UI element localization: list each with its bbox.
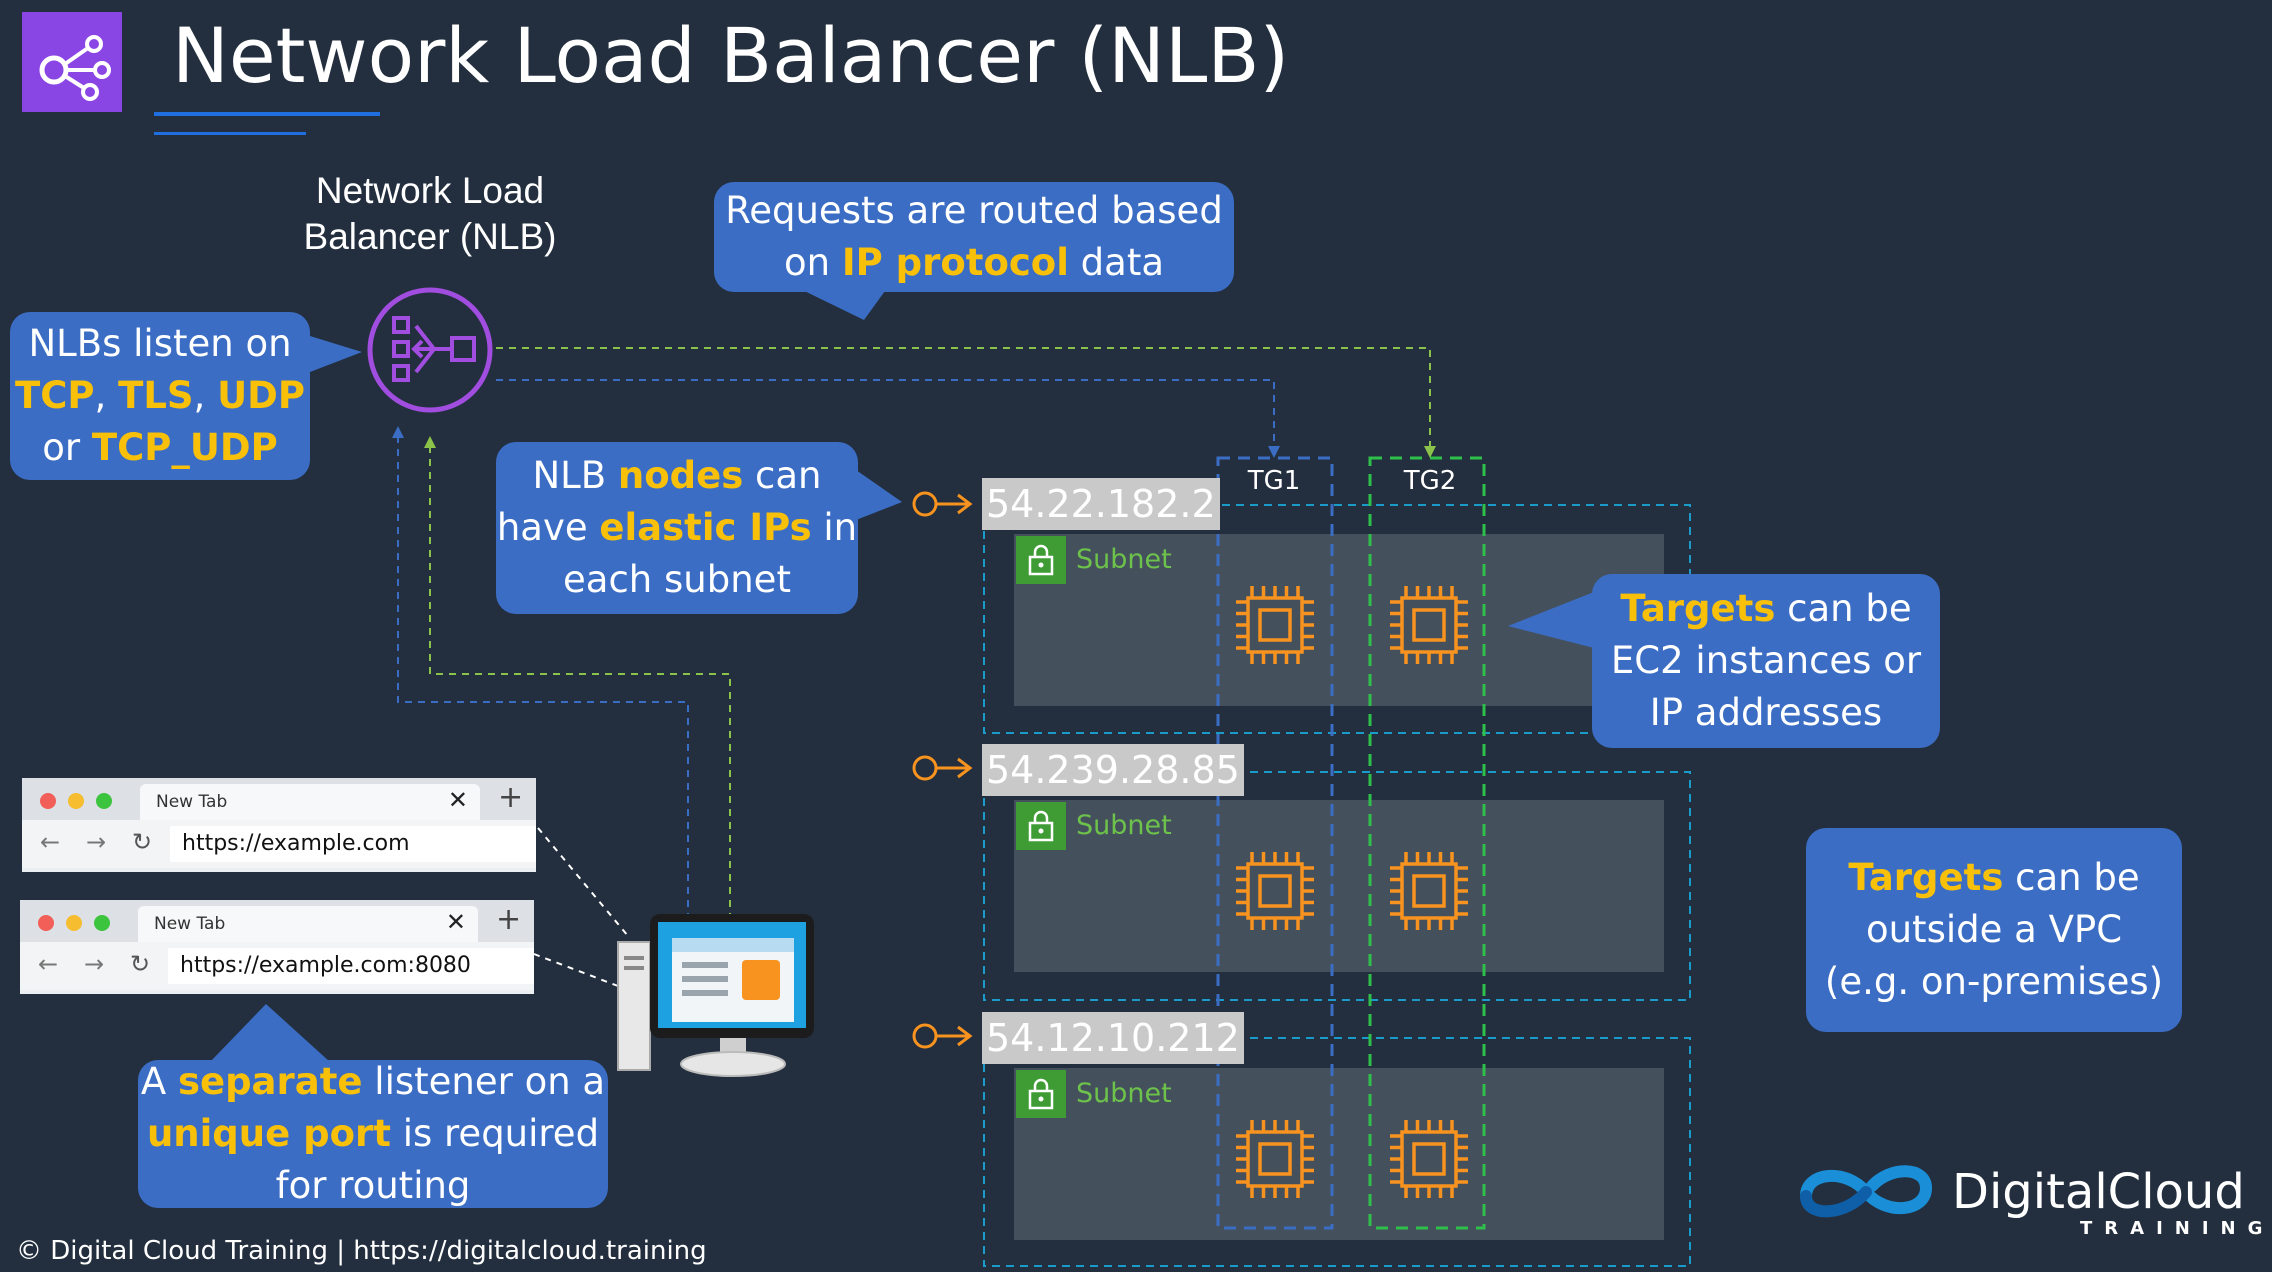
reload-icon[interactable]: ↻ <box>130 950 151 978</box>
subnet-area <box>1014 1068 1664 1240</box>
subnet-border <box>983 1037 1691 1267</box>
subnet-label: Subnet <box>1076 810 1172 841</box>
close-window-dot[interactable] <box>40 793 56 809</box>
digitalcloud-logo <box>1786 1152 1946 1232</box>
tg1-label: TG1 <box>1247 466 1301 496</box>
new-tab-button[interactable]: + <box>498 780 524 815</box>
callout-tail <box>1508 592 1594 648</box>
close-icon[interactable]: ✕ <box>447 786 468 814</box>
elastic-ip-icon <box>912 1023 973 1049</box>
network-icon <box>22 12 122 112</box>
minimize-window-dot[interactable] <box>68 793 84 809</box>
title-underline-short <box>154 132 306 135</box>
footer-copyright: © Digital Cloud Training | https://digit… <box>16 1236 707 1266</box>
elastic-ip-icon <box>912 755 973 781</box>
elastic-ip-address: 54.239.28.85 <box>982 744 1244 796</box>
callout-targets-vpc: Targets can be outside a VPC (e.g. on-pr… <box>1806 828 2182 1032</box>
browser-toolbar: ← → ↻ https://example.com:8080 <box>20 942 534 990</box>
maximize-window-dot[interactable] <box>94 915 110 931</box>
elastic-ip-icon <box>912 491 973 517</box>
brand-tagline: TRAINING <box>2080 1218 2272 1239</box>
tab-title: New Tab <box>156 792 228 812</box>
ec2-instance-icon <box>1388 584 1470 666</box>
page-title: Network Load Balancer (NLB) <box>172 11 1290 100</box>
client-to-nlb-line <box>397 434 689 920</box>
forward-icon[interactable]: → <box>86 828 107 856</box>
nlb-label: Network Load Balancer (NLB) <box>280 168 580 260</box>
elastic-ip-address: 54.12.10.212 <box>982 1012 1244 1064</box>
nlb-label-line: Balancer (NLB) <box>303 216 557 257</box>
callout-routing: Requests are routed based on IP protocol… <box>714 182 1234 292</box>
browser-tabbar: New Tab ✕ + <box>22 778 536 820</box>
browser-tab[interactable]: New Tab ✕ <box>138 906 478 942</box>
browser-window: New Tab ✕ + ← → ↻ https://example.com:80… <box>20 900 534 994</box>
browser-toolbar: ← → ↻ https://example.com <box>22 820 536 868</box>
tg1-box <box>1216 456 1334 1230</box>
address-bar[interactable]: https://example.com <box>170 826 536 862</box>
browser-tab[interactable]: New Tab ✕ <box>140 784 480 820</box>
ec2-instance-icon <box>1234 584 1316 666</box>
browser-window: New Tab ✕ + ← → ↻ https://example.com <box>22 778 536 872</box>
lock-icon <box>1016 1070 1066 1118</box>
callout-tail <box>856 470 902 520</box>
subnet-label: Subnet <box>1076 1078 1172 1109</box>
callout-tail <box>210 1004 330 1062</box>
browser-connector <box>533 953 619 987</box>
elastic-ip-address: 54.22.182.2 <box>982 478 1220 530</box>
ec2-instance-icon <box>1388 1118 1470 1200</box>
subnet-area <box>1014 800 1664 972</box>
tg2-label: TG2 <box>1403 466 1457 496</box>
callout-listen: NLBs listen on TCP, TLS, UDP or TCP_UDP <box>10 312 310 480</box>
callout-nodes: NLB nodes can have elastic IPs in each s… <box>496 442 858 614</box>
subnet-border <box>983 771 1691 1001</box>
address-bar[interactable]: https://example.com:8080 <box>168 948 534 984</box>
close-window-dot[interactable] <box>38 915 54 931</box>
back-icon[interactable]: ← <box>40 828 61 856</box>
callout-tail <box>310 336 362 372</box>
lock-icon <box>1016 802 1066 850</box>
new-tab-button[interactable]: + <box>496 902 522 937</box>
nlb-label-line: Network Load <box>315 170 545 211</box>
tab-title: New Tab <box>154 914 226 934</box>
brand-name: DigitalCloud <box>1952 1164 2245 1220</box>
back-icon[interactable]: ← <box>38 950 59 978</box>
nlb-to-tg1-line <box>496 379 1275 450</box>
callout-tail <box>790 284 890 320</box>
browser-tabbar: New Tab ✕ + <box>20 900 534 942</box>
title-underline <box>154 112 380 116</box>
desktop-computer-icon <box>612 912 818 1080</box>
tg2-box <box>1368 456 1486 1230</box>
nlb-to-tg2-line <box>496 347 1431 450</box>
load-balancer-icon <box>364 284 496 416</box>
reload-icon[interactable]: ↻ <box>132 828 153 856</box>
ec2-instance-icon <box>1388 850 1470 932</box>
maximize-window-dot[interactable] <box>96 793 112 809</box>
callout-listener: A separate listener on a unique port is … <box>138 1060 608 1208</box>
subnet-label: Subnet <box>1076 544 1172 575</box>
ec2-instance-icon <box>1234 1118 1316 1200</box>
forward-icon[interactable]: → <box>84 950 105 978</box>
client-to-nlb-line <box>429 444 731 920</box>
ec2-instance-icon <box>1234 850 1316 932</box>
callout-targets-ec2: Targets can be EC2 instances or IP addre… <box>1592 574 1940 748</box>
minimize-window-dot[interactable] <box>66 915 82 931</box>
lock-icon <box>1016 536 1066 584</box>
close-icon[interactable]: ✕ <box>445 908 466 936</box>
